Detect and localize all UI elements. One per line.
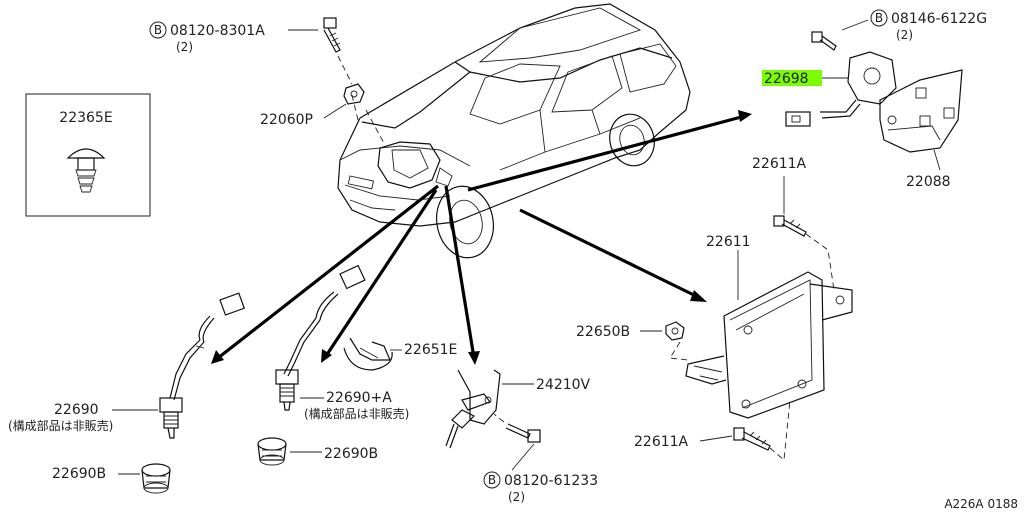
label-22690b-left: 22690B (52, 466, 106, 482)
label-08146-6122g: 08146-6122G (891, 11, 987, 27)
bolt-08120-8301a: B 08120-8301A (2) (149, 17, 353, 85)
sensor-nut-icon (141, 463, 171, 494)
nut-icon (343, 83, 365, 105)
screw-icon (733, 427, 771, 451)
clip-icon (343, 337, 393, 371)
label-22690a: 22690+A (326, 390, 392, 406)
part-22611a-bottom: 22611A (634, 399, 791, 461)
label-08120-8301a-qty: (2) (176, 40, 193, 54)
highlight-marker (762, 70, 822, 86)
b-symbol-icon (870, 9, 888, 27)
bolt-08120-61233: B 08120-61233 (2) (483, 471, 598, 504)
part-22651e: 22651E (343, 337, 457, 371)
harness-bracket-icon (445, 369, 501, 449)
nut-icon (665, 321, 685, 341)
part-22690b-left: 22690B (52, 463, 171, 494)
label-22088: 22088 (906, 174, 951, 190)
label-22690-note: (構成部品は非販売) (8, 418, 113, 433)
label-22651e: 22651E (404, 342, 457, 358)
part-22650b: 22650B (576, 321, 689, 361)
label-22698: 22698 (764, 71, 809, 87)
part-22690b-right: 22690B (257, 437, 378, 466)
part-22690: 22690 (構成部品は非販売) (8, 292, 246, 439)
bolt-08146-6122g: B 08146-6122G (2) (811, 9, 987, 51)
bolt-icon (811, 31, 837, 51)
grommet-clip-icon (66, 148, 106, 193)
sensor-nut-icon (257, 437, 287, 466)
o2-sensor-icon (159, 292, 246, 439)
label-24210v: 24210V (536, 377, 591, 393)
label-22650b: 22650B (576, 324, 630, 340)
diagram-code: A226A 0188 (944, 497, 1018, 511)
label-22690b-right: 22690B (324, 446, 378, 462)
station-wagon-illustration (337, 3, 691, 259)
label-22611a-bottom: 22611A (634, 434, 689, 450)
label-22365e: 22365E (59, 110, 112, 126)
part-24210v: 24210V (445, 369, 591, 471)
b-symbol-text: B (875, 11, 883, 25)
label-08120-61233: 08120-61233 (504, 473, 598, 489)
label-08146-6122g-qty: (2) (896, 28, 913, 42)
b-symbol-text: B (154, 23, 162, 37)
b-symbol-icon (149, 21, 167, 39)
bolt-icon (323, 17, 341, 53)
label-08120-8301a: 08120-8301A (170, 23, 265, 39)
label-22611a-top: 22611A (752, 156, 807, 172)
label-08120-61233-qty: (2) (508, 490, 525, 504)
part-22088: 22088 (879, 69, 963, 190)
part-22365e-box: 22365E (25, 93, 151, 217)
label-22690a-note: (構成部品は非販売) (304, 406, 409, 421)
screw-icon (773, 215, 807, 237)
o2-sensor-icon (275, 264, 366, 411)
bolt-icon (505, 423, 541, 443)
label-22611: 22611 (706, 234, 751, 250)
part-22611a-top: 22611A (752, 156, 835, 291)
b-symbol-text: B (488, 473, 496, 487)
part-22690a: 22690+A (構成部品は非販売) (275, 264, 409, 421)
label-22060p: 22060P (260, 112, 313, 128)
callout-arrows (211, 110, 752, 365)
part-22698: 22698 (762, 51, 897, 127)
part-22060p: 22060P (260, 83, 365, 128)
label-22690: 22690 (54, 402, 99, 418)
b-symbol-icon (483, 471, 501, 489)
part-22611-ecu: 22611 (685, 234, 853, 419)
